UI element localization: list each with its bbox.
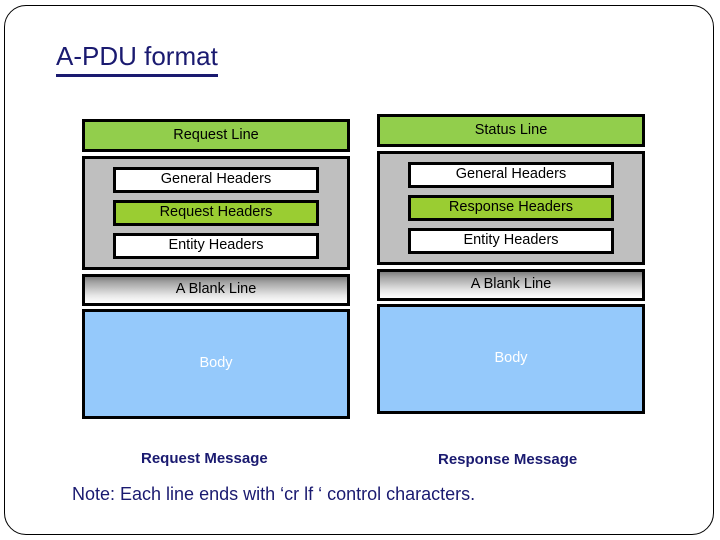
request-line-box: Request Line	[82, 119, 350, 152]
entity-headers-box: Entity Headers	[113, 233, 319, 259]
response-headers-box: Response Headers	[408, 195, 614, 221]
response-headers-container: General Headers Response Headers Entity …	[377, 151, 645, 265]
general-headers-box: General Headers	[113, 167, 319, 193]
request-message-caption: Request Message	[141, 450, 268, 467]
response-body-box: Body	[377, 304, 645, 414]
response-message-caption: Response Message	[438, 451, 578, 468]
request-message-column: Request Line General Headers Request Hea…	[82, 119, 350, 419]
general-headers-box: General Headers	[408, 162, 614, 188]
status-line-box: Status Line	[377, 114, 645, 147]
response-message-column: Status Line General Headers Response Hea…	[377, 114, 645, 414]
request-body-box: Body	[82, 309, 350, 419]
page-title: A-PDU format	[56, 41, 218, 77]
footer-note: Note: Each line ends with ‘cr lf ‘ contr…	[72, 484, 476, 504]
response-blank-line-box: A Blank Line	[377, 269, 645, 301]
request-headers-container: General Headers Request Headers Entity H…	[82, 156, 350, 270]
entity-headers-box: Entity Headers	[408, 228, 614, 254]
request-headers-box: Request Headers	[113, 200, 319, 226]
request-blank-line-box: A Blank Line	[82, 274, 350, 306]
